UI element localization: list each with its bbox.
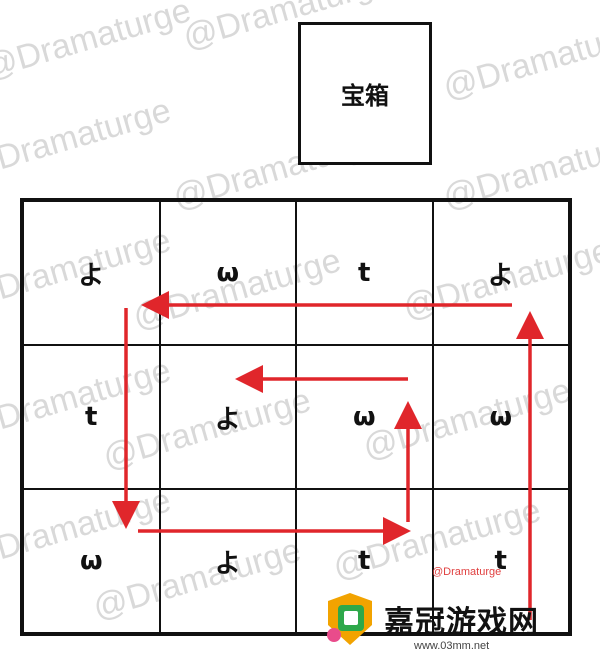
grid-cell: よ: [159, 345, 296, 489]
cell-symbol: t: [85, 402, 98, 432]
game-controller-logo-icon: [322, 591, 378, 647]
treasure-chest-label: 宝箱: [341, 82, 389, 110]
cell-symbol: t: [494, 546, 507, 576]
watermark: @Dramaturge: [0, 91, 175, 187]
cell-symbol: よ: [214, 548, 241, 579]
watermark: @Dramaturge: [0, 0, 195, 87]
grid-cell: ω: [159, 201, 296, 345]
grid-cell: t: [23, 345, 160, 489]
cell-symbol: ω: [489, 402, 513, 432]
symbol-grid: よ ω t よ t よ ω ω ω よ t t: [20, 198, 572, 636]
grid-cell: よ: [159, 489, 296, 633]
grid-cell: ω: [23, 489, 160, 633]
cell-symbol: よ: [78, 260, 105, 291]
grid-cell: t: [432, 489, 569, 633]
grid-cell: t: [296, 489, 433, 633]
grid-cell: ω: [432, 345, 569, 489]
watermark: @Dramaturge: [438, 11, 600, 107]
cell-symbol: よ: [214, 404, 241, 435]
site-logo: 嘉冠游戏网: [322, 590, 592, 648]
grid-cell: t: [296, 201, 433, 345]
treasure-chest-box: 宝箱: [298, 22, 432, 165]
logo-site-url: www.03mm.net: [414, 640, 490, 652]
cell-symbol: ω: [216, 258, 240, 288]
cell-symbol: よ: [487, 260, 514, 291]
cell-symbol: t: [358, 258, 371, 288]
cell-symbol: ω: [352, 402, 376, 432]
grid-cell: よ: [23, 201, 160, 345]
grid-cell: ω: [296, 345, 433, 489]
red-watermark: @Dramaturge: [432, 566, 502, 578]
cell-symbol: ω: [79, 546, 103, 576]
grid-cell: よ: [432, 201, 569, 345]
cell-symbol: t: [358, 546, 371, 576]
logo-text: 嘉冠游戏网: [384, 605, 539, 640]
